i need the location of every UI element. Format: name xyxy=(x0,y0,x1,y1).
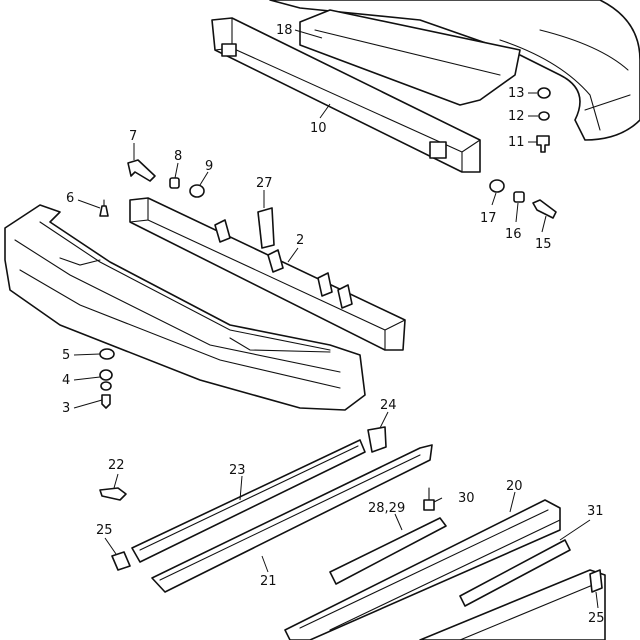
part-2-front-reinforcement xyxy=(129,197,406,351)
callout-16: 16 xyxy=(505,227,522,242)
callout-10: 10 xyxy=(310,121,327,136)
part-21-molding xyxy=(151,444,433,593)
part-18-panel xyxy=(299,9,521,106)
callout-4: 4 xyxy=(62,373,70,388)
callout-25-right: 25 xyxy=(588,611,605,626)
callout-21: 21 xyxy=(260,574,277,589)
callout-25-left: 25 xyxy=(96,523,113,538)
part-24-clip xyxy=(367,426,387,453)
callout-28-29: 28,29 xyxy=(368,501,405,516)
front-bumper-cover xyxy=(4,204,366,411)
part-20-rocker xyxy=(284,499,561,640)
callout-8: 8 xyxy=(174,149,182,164)
floor-lower-section xyxy=(419,569,606,640)
callout-27: 27 xyxy=(256,176,273,191)
callout-24: 24 xyxy=(380,398,397,413)
callout-9: 9 xyxy=(205,159,213,174)
leader-lines xyxy=(73,29,599,609)
part-31-strip xyxy=(459,539,571,607)
callout-18: 18 xyxy=(276,23,293,38)
part-22-bolt xyxy=(99,487,127,501)
rear-bumper-cover xyxy=(269,0,640,141)
callout-6: 6 xyxy=(66,191,74,206)
callout-15: 15 xyxy=(535,237,552,252)
callout-22: 22 xyxy=(108,458,125,473)
callout-13: 13 xyxy=(508,86,525,101)
callout-7: 7 xyxy=(129,129,137,144)
hardware-17-16-15 xyxy=(489,179,557,219)
callout-labels: 18 10 13 12 11 7 8 9 27 6 2 17 16 15 5 4… xyxy=(62,23,605,626)
callout-20: 20 xyxy=(506,479,523,494)
callout-31: 31 xyxy=(587,504,604,519)
part-25-nut-left xyxy=(111,551,131,571)
callout-3: 3 xyxy=(62,401,70,416)
part-10-reinforcement xyxy=(211,17,481,173)
hardware-13-12-11 xyxy=(536,87,551,153)
callout-30: 30 xyxy=(458,491,475,506)
part-28-29-strip xyxy=(329,517,447,585)
callout-17: 17 xyxy=(480,211,497,226)
callout-2: 2 xyxy=(296,233,304,248)
part-23-molding xyxy=(131,439,366,563)
callout-23: 23 xyxy=(229,463,246,478)
hardware-7-8-9 xyxy=(127,159,205,198)
hardware-6-pin xyxy=(99,199,109,217)
part-27-bracket xyxy=(257,207,275,249)
callout-5: 5 xyxy=(62,348,70,363)
callout-12: 12 xyxy=(508,109,525,124)
part-30-screw xyxy=(423,487,435,511)
part-25-nut-right xyxy=(589,569,603,593)
hardware-5-4-3 xyxy=(99,348,115,409)
callout-11: 11 xyxy=(508,135,525,150)
